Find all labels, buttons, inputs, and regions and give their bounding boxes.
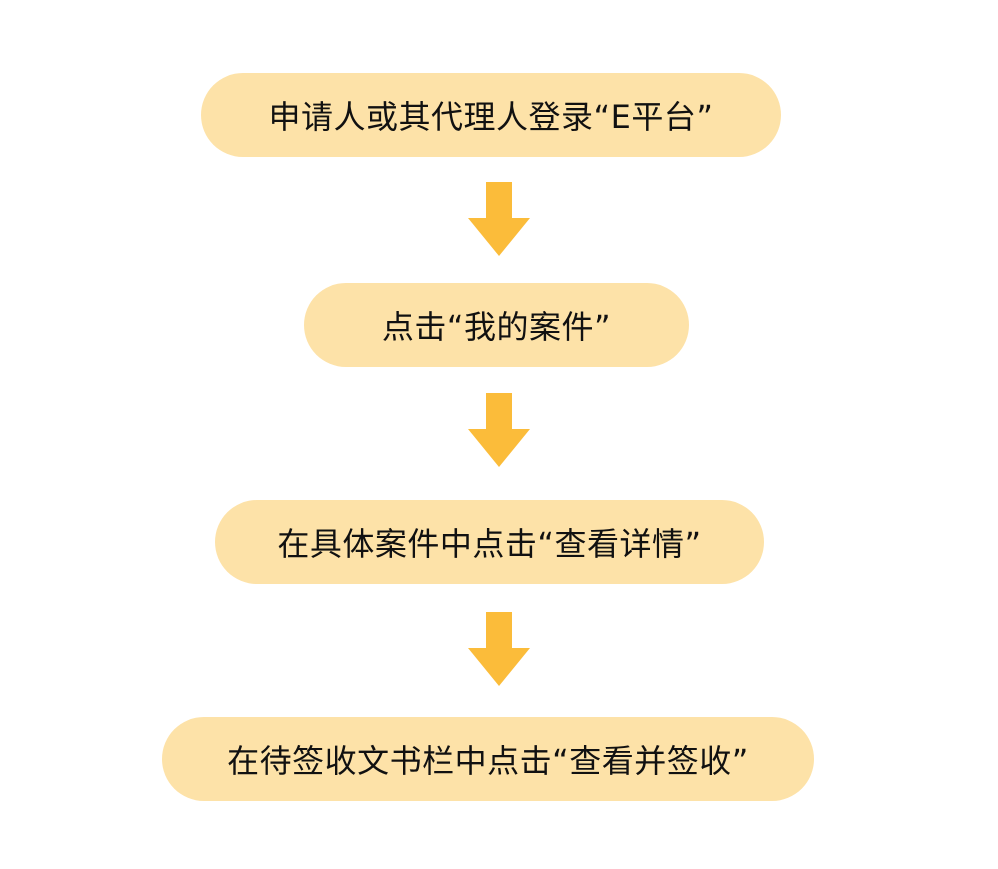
flow-step-login: 申请人或其代理人登录“E平台” — [201, 73, 781, 157]
flow-step-label: 点击“我的案件” — [381, 308, 612, 346]
flow-step-label: 在待签收文书栏中点击“查看并签收” — [227, 742, 749, 780]
arrow-down-icon — [468, 612, 530, 686]
flow-step-sign-documents: 在待签收文书栏中点击“查看并签收” — [162, 717, 814, 801]
arrow-down-icon — [468, 182, 530, 256]
flow-step-label: 申请人或其代理人登录“E平台” — [268, 98, 714, 136]
flow-step-label: 在具体案件中点击“查看详情” — [277, 525, 702, 563]
arrow-down-icon — [468, 393, 530, 467]
flow-step-my-cases: 点击“我的案件” — [304, 283, 689, 367]
flow-step-view-details: 在具体案件中点击“查看详情” — [215, 500, 764, 584]
